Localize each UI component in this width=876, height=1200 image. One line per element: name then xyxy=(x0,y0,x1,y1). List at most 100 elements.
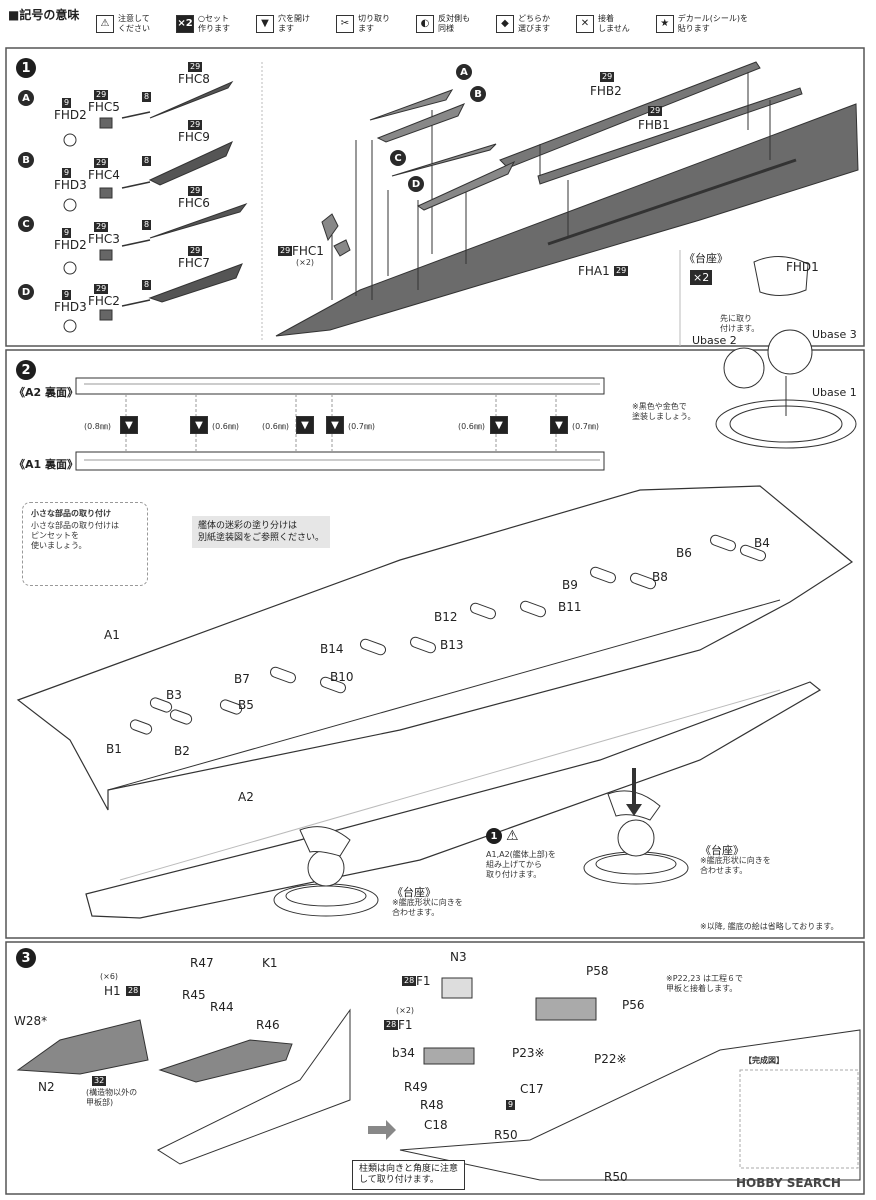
part-label-n2: N2 xyxy=(38,1080,55,1094)
variant-c-letter: C xyxy=(18,216,34,232)
part-label-b34: b34 xyxy=(392,1046,415,1060)
choose-icon: ◆ xyxy=(496,15,514,33)
legend-item: ★デカール(シール)を 貼ります xyxy=(655,14,749,34)
part-label-b12: B12 xyxy=(434,610,458,624)
hull-bottom-fha1 xyxy=(275,103,859,337)
part-code: 32 xyxy=(92,1076,107,1086)
part-label-r50: R50 xyxy=(604,1170,628,1184)
part-code: 29 xyxy=(600,72,615,82)
part-label-fha1: FHA1 xyxy=(578,264,610,278)
legend-text: 切り取り ます xyxy=(358,14,390,33)
variant-b-marker: B xyxy=(470,86,486,102)
part-code: 29 xyxy=(614,266,629,276)
part-label-p22: P22※ xyxy=(594,1052,627,1066)
watermark: HOBBY SEARCH xyxy=(736,1176,841,1190)
part-label: FHC8 xyxy=(178,72,210,86)
tip-box: 小さな部品の取り付け 小さな部品の取り付けは ピンセットを 使いましょう。 xyxy=(22,502,148,586)
step3-hull xyxy=(156,1008,861,1181)
part-code: 9 xyxy=(62,290,72,300)
part-label-b2: B2 xyxy=(174,744,190,758)
part-label-b14: B14 xyxy=(320,642,344,656)
tip-title: 小さな部品の取り付け xyxy=(31,509,111,518)
mirror-icon: ◐ xyxy=(416,15,434,33)
part-label-r44: R44 xyxy=(210,1000,234,1014)
legend-item: ◆どちらか 選びます xyxy=(496,14,550,34)
part-label-c18: C18 xyxy=(424,1118,448,1132)
ubase1-label: Ubase 1 xyxy=(812,386,857,399)
legend-text: デカール(シール)を 貼ります xyxy=(677,14,749,33)
legend-text: 接着 しません xyxy=(598,14,630,33)
step3-n2-deck xyxy=(16,1019,149,1075)
legend-item: ×2○セット 作ります xyxy=(176,14,230,34)
legend-text: ○セット 作ります xyxy=(198,14,230,33)
stand-paint-note: ※黒色や金色で 塗装しましょう。 xyxy=(632,402,696,421)
drill-icon: ▼ xyxy=(326,416,344,434)
step2-panel xyxy=(5,349,865,939)
part-code: 29 xyxy=(94,284,109,294)
hull-lower xyxy=(85,681,822,919)
part-label-r45: R45 xyxy=(182,988,206,1002)
part-label-p56: P56 xyxy=(622,998,645,1012)
part-qty: (×2) xyxy=(296,258,315,267)
stand-title-2a: 《台座》 xyxy=(392,886,436,899)
part-code: 28 xyxy=(402,976,417,986)
part-code: 8 xyxy=(142,220,152,230)
pillar-warning: 柱類は向きと角度に注意 して取り付けます。 xyxy=(352,1160,466,1190)
variant-a-marker: A xyxy=(456,64,472,80)
stand-note-2b: ※艦底形状に向きを 合わせます。 xyxy=(700,856,771,875)
part-label-b13: B13 xyxy=(440,638,464,652)
warning-icon: ⚠ xyxy=(96,15,114,33)
variant-c-drawing xyxy=(63,202,248,275)
drill-icon: ▼ xyxy=(490,416,508,434)
part-label-b9: B9 xyxy=(562,578,578,592)
part-label-c17: C17 xyxy=(520,1082,544,1096)
hole-size: (0.8㎜) xyxy=(84,422,111,431)
a2-underside-label: 《A2 裏面》 xyxy=(14,386,78,399)
legend-item: ✂切り取り ます xyxy=(336,14,390,34)
part-code: 29 xyxy=(278,246,293,256)
keel-fhb2 xyxy=(499,61,761,169)
legend-item: ▼穴を開け ます xyxy=(256,14,310,34)
part-code: 9 xyxy=(62,168,72,178)
part-label: FHD3 xyxy=(54,178,87,192)
part-label-w28: W28* xyxy=(14,1014,48,1028)
part-label-n3: N3 xyxy=(450,950,467,964)
step1-badge: 1 xyxy=(16,58,36,78)
part-code: 29 xyxy=(648,106,663,116)
hole-size: (0.6㎜) xyxy=(262,422,289,431)
part-label-fhb2: FHB2 xyxy=(590,84,622,98)
step1-panel xyxy=(5,47,865,347)
part-code: 9 xyxy=(506,1100,516,1110)
part-label-b11: B11 xyxy=(558,600,582,614)
part-label-r48: R48 xyxy=(420,1098,444,1112)
part-label: FHC2 xyxy=(88,294,120,308)
step1-assembly-lines xyxy=(331,72,771,300)
legend-title: ■記号の意味 xyxy=(8,8,80,22)
part-label: FHC3 xyxy=(88,232,120,246)
drill-icon: ▼ xyxy=(190,416,208,434)
stand-note-2a: ※艦底形状に向きを 合わせます。 xyxy=(392,898,463,917)
stand-note: 先に取り 付けます。 xyxy=(720,314,760,333)
tip-text: 小さな部品の取り付けは ピンセットを 使いましょう。 xyxy=(31,521,119,550)
ubase2-label: Ubase 2 xyxy=(692,334,737,347)
part-code: 28 xyxy=(384,1020,399,1030)
ubase3-label: Ubase 3 xyxy=(812,328,857,341)
part-code: 29 xyxy=(188,120,203,130)
bulkheads xyxy=(129,534,767,735)
legend-text: どちらか 選びます xyxy=(518,14,550,33)
part-label-b5: B5 xyxy=(238,698,254,712)
part-code: 29 xyxy=(188,62,203,72)
part-label-r49: R49 xyxy=(404,1080,428,1094)
part-label-p58: P58 xyxy=(586,964,609,978)
hull-lower-waterline xyxy=(119,689,781,881)
part-code: 8 xyxy=(142,156,152,166)
part-label-f1: F1 xyxy=(416,974,431,988)
next-arrow xyxy=(368,1120,396,1140)
hull-deck-edge xyxy=(107,599,781,791)
part-code: 29 xyxy=(94,90,109,100)
part-label-f1: F1 xyxy=(398,1018,413,1032)
part-label-p23: P23※ xyxy=(512,1046,545,1060)
hole-size: (0.7㎜) xyxy=(572,422,599,431)
cut-icon: ✂ xyxy=(336,15,354,33)
